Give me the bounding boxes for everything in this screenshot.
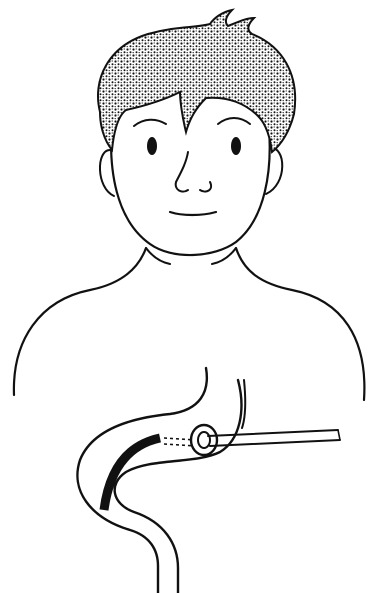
torso-outline [14,248,365,400]
feeding-tube-upper [208,430,338,436]
stomach-outline-outer [77,368,206,593]
face-outline [111,118,270,255]
right-eye [231,137,241,155]
stoma-ring-inner [198,432,210,448]
left-eye [147,137,157,155]
feeding-tube-end [338,430,340,440]
catheter-tip [104,438,160,510]
